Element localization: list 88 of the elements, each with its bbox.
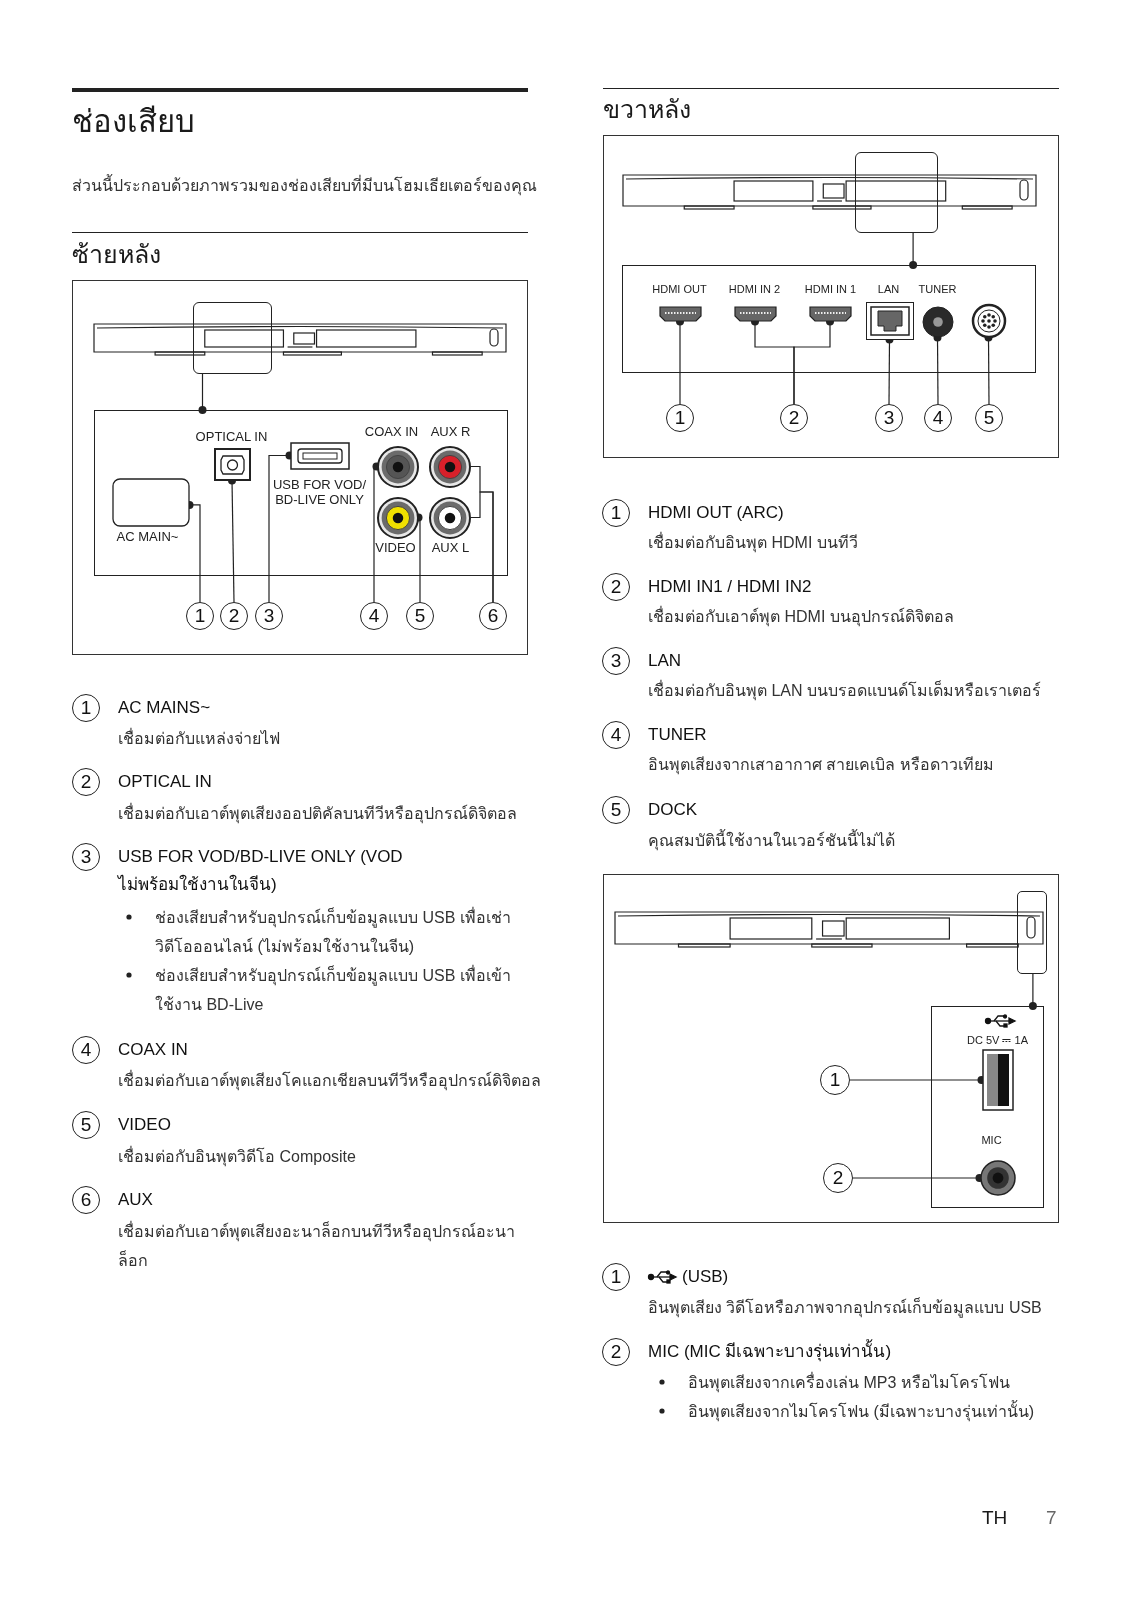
intro-text: ส่วนนี้ประกอบด้วยภาพรวมของช่องเสียบที่มีบนโฮมเธียเตอร์ของคุณ [72, 171, 537, 201]
item-heading: MIC (MIC มีเฉพาะบางรุ่นเท่านั้น) [648, 1338, 1059, 1366]
port-label: USB FOR VOD/ BD-LIVE ONLY [271, 476, 368, 507]
item-heading: VIDEO [118, 1114, 172, 1136]
item-heading: TUNER [648, 724, 708, 746]
callout-number: 2 [602, 1338, 630, 1366]
item-description: อินพุตเสียง วิดีโอหรือภาพจากอุปกรณ์เก็บข้อมูลแบบ USB [648, 1296, 1043, 1320]
port-label: DC 5V ⎓ 1A [966, 1032, 1029, 1047]
callout-number: 2 [72, 768, 100, 796]
soundbar-drawing [614, 909, 1044, 950]
port-label: COAX IN [363, 424, 420, 439]
item-heading: (USB) [682, 1266, 730, 1288]
item-description: เชื่อมต่อกับเอาต์พุต HDMI บนอุปกรณ์ดิจิตอล [648, 605, 955, 629]
item-description: เชื่อมต่อกับอินพุต LAN บนบรอดแบนด์โมเด็มหรือเราเตอร์ [648, 679, 1042, 703]
callout-number: 3 [72, 843, 100, 871]
port-label: HDMI OUT [651, 281, 708, 296]
callout-number: 5 [602, 796, 630, 824]
bullet-item: ช่องเสียบสำหรับอุปกรณ์เก็บข้อมูลแบบ USB เพื่อเช่าวิดีโอออนไลน์ (ไม่พร้อมใช้งานในจีน) [155, 906, 512, 957]
port-label: AUX R [429, 424, 472, 439]
item-description: เชื่อมต่อกับอินพุตวิดีโอ Composite [118, 1145, 357, 1169]
bullet-item: ช่องเสียบสำหรับอุปกรณ์เก็บข้อมูลแบบ USB เพื่อเข้าใช้งาน BD-Live [155, 964, 512, 1015]
item-heading: AC MAINS~ [118, 697, 212, 719]
item-description: คุณสมบัตินี้ใช้งานในเวอร์ชันนี้ไม่ได้ [648, 828, 896, 853]
connector-panel [622, 265, 1036, 373]
round-connector-icon [971, 303, 1006, 338]
section-heading: ซ้ายหลัง [72, 239, 161, 269]
bullet-item: อินพุตเสียงจากไมโครโฟน (มีเฉพาะบางรุ่นเท่านั้น) [688, 1399, 1036, 1424]
item-description: อินพุตเสียงจากเสาอากาศ สายเคเบิล หรือดาวเทียม [648, 754, 995, 777]
callout-number: 4 [924, 404, 952, 432]
item-heading: HDMI OUT (ARC) [648, 502, 785, 524]
callout-number: 3 [602, 647, 630, 675]
item-heading: AUX [118, 1189, 154, 1211]
callout-number: 6 [479, 602, 507, 630]
callout-number: 1 [666, 404, 694, 432]
callout-number: 2 [780, 404, 808, 432]
callout-number: 3 [255, 602, 283, 630]
page-title: ช่องเสียบ [72, 103, 195, 141]
callout-number: 1 [602, 1263, 630, 1291]
callout-number: 2 [220, 602, 248, 630]
callout-number: 5 [72, 1111, 100, 1139]
language-code: TH [982, 1506, 1008, 1530]
item-description: เชื่อมต่อกับเอาต์พุตเสียงออปติคัลบนทีวีหรืออุปกรณ์ดิจิตอล [118, 802, 518, 826]
item-description: เชื่อมต่อกับอินพุต HDMI บนทีวี [648, 531, 859, 555]
leader-line [1028, 973, 1037, 1010]
callout-number: 2 [823, 1163, 853, 1193]
item-heading: LAN [648, 650, 683, 672]
callout-number: 2 [602, 573, 630, 601]
port-label: OPTICAL IN [194, 429, 269, 444]
callout-number: 5 [406, 602, 434, 630]
callout-number: 4 [360, 602, 388, 630]
soundbar-drawing [93, 321, 507, 358]
port-label: HDMI IN 1 [803, 281, 858, 296]
item-description: เชื่อมต่อกับเอาต์พุตเสียงโคแอกเชียลบนทีวีหรืออุปกรณ์ดิจิตอล [118, 1069, 542, 1093]
section-heading: ขวาหลัง [603, 94, 691, 124]
leader-line [198, 373, 207, 414]
port-label: TUNER [917, 281, 958, 296]
soundbar-drawing [622, 172, 1037, 212]
leader-line [469, 491, 494, 603]
item-heading: OPTICAL IN [118, 771, 213, 793]
port-label: AUX L [430, 540, 471, 555]
port-label: VIDEO [374, 540, 417, 555]
bullet-item: อินพุตเสียงจากเครื่องเล่น MP3 หรือไมโครโฟน [688, 1371, 1011, 1395]
item-heading: COAX IN [118, 1039, 189, 1061]
callout-number: 4 [72, 1036, 100, 1064]
leader-line [909, 232, 918, 269]
connector-panel [931, 1006, 1044, 1208]
callout-number: 1 [186, 602, 214, 630]
page-number: 7 [1046, 1506, 1057, 1530]
callout-number: 4 [602, 721, 630, 749]
item-heading: DOCK [648, 799, 699, 821]
zoom-frame [855, 152, 938, 233]
zoom-frame [1017, 891, 1047, 974]
connector-panel [94, 410, 508, 576]
port-label: LAN [876, 281, 901, 296]
item-description: เชื่อมต่อกับเอาต์พุตเสียงอะนาล็อกบนทีวีหรืออุปกรณ์อะนาล็อก [118, 1220, 516, 1271]
callout-number: 1 [820, 1065, 850, 1095]
callout-number: 6 [72, 1186, 100, 1214]
item-description: เชื่อมต่อกับแหล่งจ่ายไฟ [118, 727, 281, 749]
callout-number: 5 [975, 404, 1003, 432]
item-heading: HDMI IN1 / HDMI IN2 [648, 576, 813, 598]
callout-number: 3 [875, 404, 903, 432]
callout-number: 1 [72, 694, 100, 722]
port-label: HDMI IN 2 [727, 281, 782, 296]
port-label: AC MAIN~ [115, 529, 180, 544]
item-heading: USB FOR VOD/BD-LIVE ONLY (VOD ไม่พร้อมใช้งานในจีน) [118, 846, 404, 896]
callout-number: 1 [602, 499, 630, 527]
zoom-frame [193, 302, 272, 374]
port-label: MIC [980, 1132, 1003, 1147]
